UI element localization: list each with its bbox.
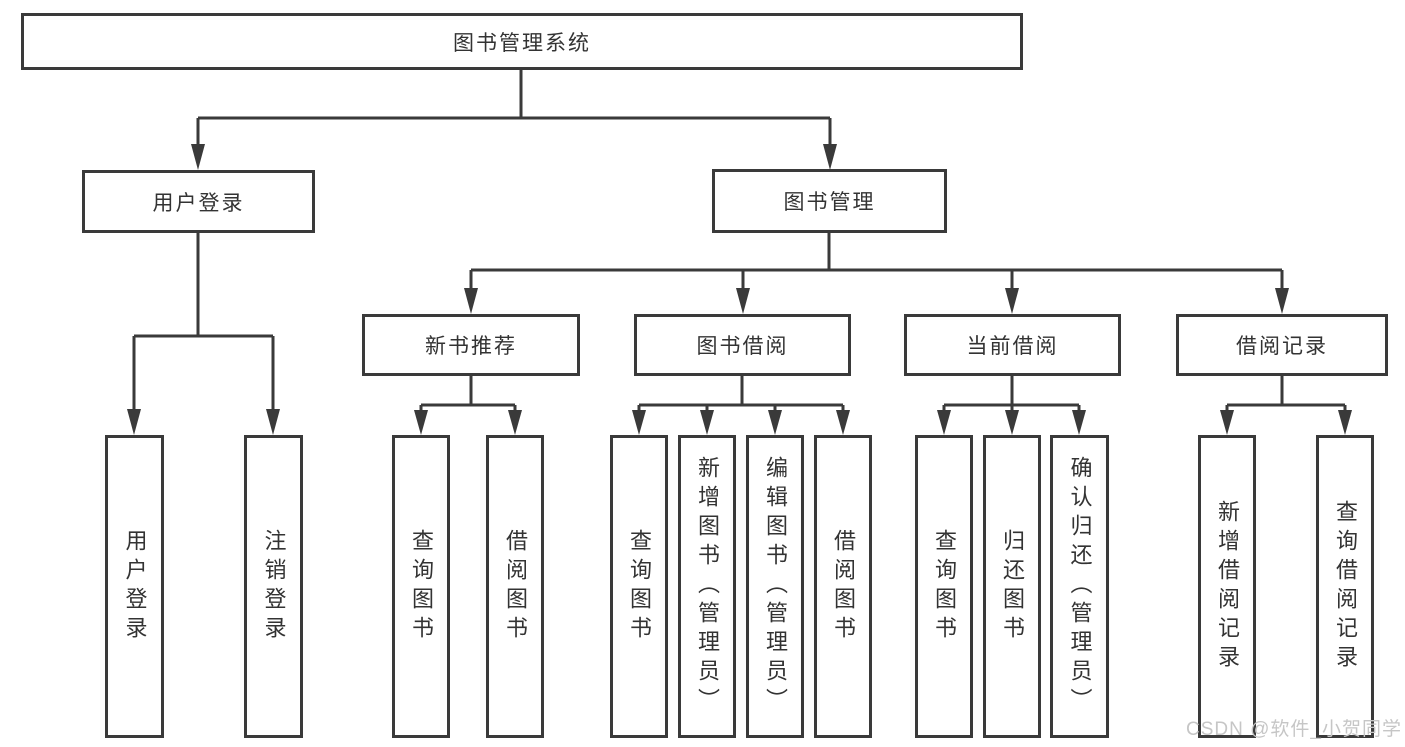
leaf-recommend-query-book-label: 查询图书: [409, 528, 434, 645]
node-book-mgmt-label: 图书管理: [783, 191, 876, 214]
leaf-borrow-query-book: 查询图书: [610, 435, 668, 738]
leaf-current-query-book: 查询图书: [915, 435, 973, 738]
leaf-add-book-admin: 新增图书（管理员）: [678, 435, 736, 738]
leaf-edit-book-admin: 编辑图书（管理员）: [746, 435, 804, 738]
leaf-borrow-book-label: 借阅图书: [831, 528, 856, 645]
leaf-recommend-query-book: 查询图书: [392, 435, 450, 738]
node-borrow-records: 借阅记录: [1176, 314, 1388, 376]
node-book-borrow-label: 图书借阅: [696, 335, 789, 358]
leaf-recommend-borrow-book-label: 借阅图书: [503, 528, 528, 645]
node-new-book-recommend-label: 新书推荐: [425, 335, 517, 358]
leaf-recommend-borrow-book: 借阅图书: [486, 435, 544, 738]
node-root: 图书管理系统: [21, 13, 1023, 70]
leaf-logout-label: 注销登录: [261, 528, 287, 645]
leaf-current-query-book-label: 查询图书: [932, 528, 957, 645]
node-root-label: 图书管理系统: [453, 31, 591, 55]
node-new-book-recommend: 新书推荐: [362, 314, 580, 376]
leaf-user-login-label: 用户登录: [122, 528, 148, 645]
leaf-confirm-return-admin-label: 确认归还（管理员）: [1067, 456, 1093, 717]
node-current-borrow: 当前借阅: [904, 314, 1121, 376]
node-book-borrow: 图书借阅: [634, 314, 851, 376]
leaf-edit-book-admin-label: 编辑图书（管理员）: [763, 456, 788, 717]
leaf-logout: 注销登录: [244, 435, 303, 738]
node-current-borrow-label: 当前借阅: [966, 335, 1059, 358]
leaf-return-book: 归还图书: [983, 435, 1041, 738]
node-user-login-label: 用户登录: [152, 191, 245, 215]
leaf-query-borrow-record-label: 查询借阅记录: [1333, 499, 1358, 674]
leaf-confirm-return-admin: 确认归还（管理员）: [1050, 435, 1109, 738]
leaf-user-login: 用户登录: [105, 435, 164, 738]
leaf-query-borrow-record: 查询借阅记录: [1316, 435, 1374, 738]
leaf-add-borrow-record: 新增借阅记录: [1198, 435, 1256, 738]
leaf-borrow-book: 借阅图书: [814, 435, 872, 738]
csdn-watermark: CSDN @软件_小贺同学: [1186, 719, 1402, 740]
leaf-add-book-admin-label: 新增图书（管理员）: [695, 456, 720, 717]
leaf-add-borrow-record-label: 新增借阅记录: [1215, 499, 1240, 674]
node-borrow-records-label: 借阅记录: [1236, 335, 1328, 358]
node-book-mgmt: 图书管理: [712, 169, 947, 233]
node-user-login: 用户登录: [82, 170, 315, 233]
leaf-borrow-query-book-label: 查询图书: [627, 528, 652, 645]
leaf-return-book-label: 归还图书: [1000, 528, 1025, 645]
